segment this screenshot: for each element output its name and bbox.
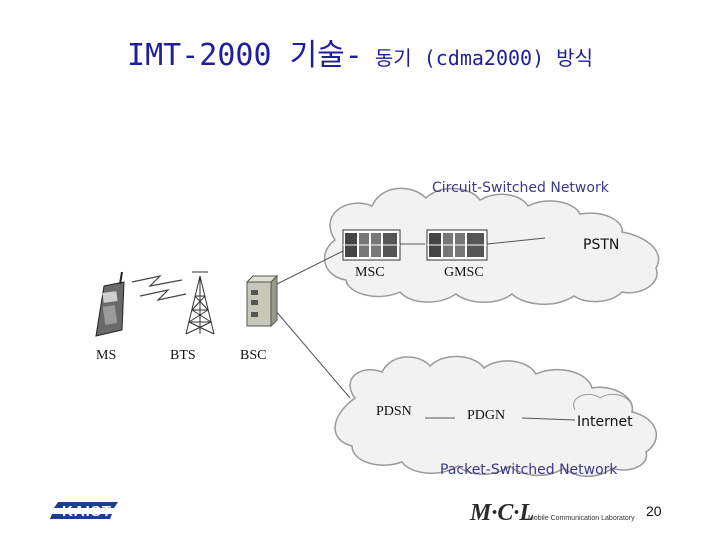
pdsn-label: PDSN xyxy=(376,404,412,419)
pdgn-label: PDGN xyxy=(467,408,506,423)
circuit-switched-cloud xyxy=(323,187,660,305)
pstn-label: PSTN xyxy=(583,237,620,253)
msc-switch-icon xyxy=(342,229,401,261)
ms-label: MS xyxy=(96,348,117,363)
mcl-logo-caption: Mobile Communication Laboratory xyxy=(528,515,635,522)
pdgn-internet-link xyxy=(521,417,576,421)
internet-cloud-outline xyxy=(573,393,633,411)
bsc-pdsn-link xyxy=(274,309,351,399)
circuit-network-label: Circuit-Switched Network xyxy=(432,180,609,196)
gmsc-pstn-link xyxy=(486,237,546,245)
msc-label: MSC xyxy=(355,265,385,280)
packet-switched-cloud xyxy=(334,355,657,477)
radio-link-icon xyxy=(131,274,183,287)
bsc-label: BSC xyxy=(240,348,267,363)
bts-tower-icon xyxy=(185,271,215,335)
packet-network-label: Packet-Switched Network xyxy=(440,462,618,478)
bsc-cabinet-icon xyxy=(245,274,279,328)
bsc-msc-link xyxy=(274,249,346,286)
gmsc-switch-icon xyxy=(426,229,488,261)
radio-link-icon-2 xyxy=(139,288,187,302)
mcl-logo: M·C·L xyxy=(470,500,535,526)
page-number: 20 xyxy=(646,503,662,519)
internet-label: Internet xyxy=(577,414,633,430)
bts-label: BTS xyxy=(170,348,196,363)
slide-title-main: IMT-2000 기술- xyxy=(127,38,363,73)
slide-title: IMT-2000 기술- 동기 (cdma2000) 방식 xyxy=(0,30,720,74)
slide-title-sub: 동기 (cdma2000) 방식 xyxy=(362,46,593,70)
kaist-logo xyxy=(50,502,118,519)
kaist-logo-text: KAIST xyxy=(62,503,112,520)
mobile-phone-icon xyxy=(95,271,125,337)
gmsc-label: GMSC xyxy=(444,265,484,280)
